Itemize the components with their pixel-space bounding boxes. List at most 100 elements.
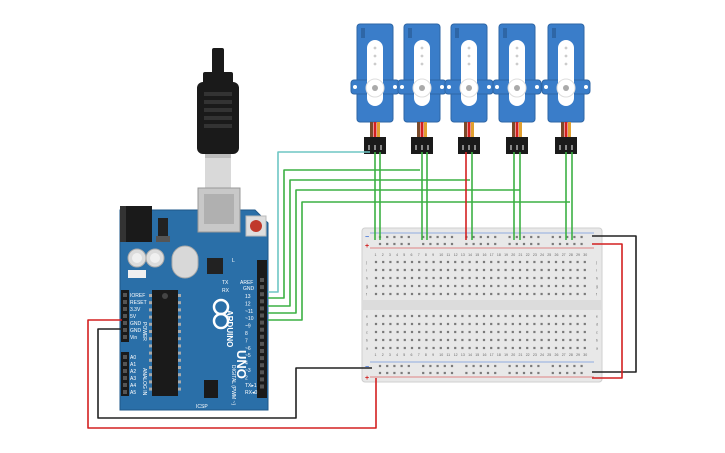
- breadboard-hole[interactable]: [511, 322, 514, 326]
- breadboard-hole[interactable]: [454, 268, 457, 272]
- breadboard-hole[interactable]: [407, 242, 410, 246]
- breadboard-hole[interactable]: [389, 292, 392, 296]
- breadboard-hole[interactable]: [511, 260, 514, 264]
- header-pin[interactable]: [123, 314, 127, 318]
- breadboard-hole[interactable]: [490, 346, 493, 350]
- header-pin[interactable]: [123, 307, 127, 311]
- breadboard-hole[interactable]: [461, 338, 464, 342]
- breadboard-hole[interactable]: [418, 268, 421, 272]
- header-pin[interactable]: [260, 363, 264, 368]
- breadboard-hole[interactable]: [374, 292, 378, 296]
- breadboard-hole[interactable]: [389, 338, 392, 342]
- breadboard-hole[interactable]: [439, 292, 442, 296]
- breadboard-hole[interactable]: [468, 322, 471, 326]
- breadboard-hole[interactable]: [454, 292, 457, 296]
- breadboard-hole[interactable]: [454, 284, 457, 288]
- breadboard-hole[interactable]: [573, 364, 576, 368]
- breadboard-hole[interactable]: [494, 364, 497, 368]
- breadboard-hole[interactable]: [547, 292, 550, 296]
- breadboard-hole[interactable]: [396, 292, 399, 296]
- breadboard-hole[interactable]: [583, 284, 586, 288]
- breadboard-hole[interactable]: [537, 364, 540, 368]
- breadboard-hole[interactable]: [547, 260, 550, 264]
- breadboard-hole[interactable]: [562, 346, 565, 350]
- breadboard-hole[interactable]: [396, 338, 399, 342]
- breadboard-hole[interactable]: [533, 268, 536, 272]
- breadboard-hole[interactable]: [479, 364, 482, 368]
- breadboard-hole[interactable]: [396, 276, 399, 280]
- breadboard-hole[interactable]: [446, 322, 450, 326]
- breadboard-hole[interactable]: [439, 284, 442, 288]
- breadboard-hole[interactable]: [461, 346, 464, 350]
- breadboard-hole[interactable]: [468, 284, 471, 288]
- breadboard-hole[interactable]: [403, 268, 406, 272]
- breadboard-hole[interactable]: [472, 364, 475, 368]
- breadboard-hole[interactable]: [422, 371, 425, 375]
- breadboard-hole[interactable]: [490, 268, 493, 272]
- breadboard-hole[interactable]: [429, 371, 432, 375]
- header-pin[interactable]: [260, 320, 264, 325]
- breadboard-hole[interactable]: [547, 314, 550, 318]
- breadboard-hole[interactable]: [576, 322, 579, 326]
- breadboard-hole[interactable]: [522, 235, 526, 239]
- breadboard-hole[interactable]: [472, 242, 475, 246]
- breadboard-hole[interactable]: [403, 260, 406, 264]
- breadboard-hole[interactable]: [540, 322, 543, 326]
- breadboard-hole[interactable]: [580, 371, 583, 375]
- breadboard-hole[interactable]: [518, 346, 522, 350]
- breadboard-hole[interactable]: [378, 371, 382, 375]
- breadboard-hole[interactable]: [386, 242, 389, 246]
- header-pin[interactable]: [260, 285, 264, 290]
- breadboard-hole[interactable]: [475, 338, 478, 342]
- breadboard-hole[interactable]: [497, 276, 500, 280]
- header-pin[interactable]: [260, 327, 264, 332]
- breadboard-hole[interactable]: [446, 314, 450, 318]
- breadboard-hole[interactable]: [530, 235, 533, 239]
- header-pin[interactable]: [260, 341, 264, 346]
- breadboard-hole[interactable]: [400, 371, 403, 375]
- breadboard-hole[interactable]: [583, 292, 586, 296]
- breadboard-hole[interactable]: [418, 314, 421, 318]
- breadboard-hole[interactable]: [547, 322, 550, 326]
- breadboard-hole[interactable]: [526, 322, 529, 326]
- breadboard-hole[interactable]: [446, 284, 450, 288]
- breadboard-hole[interactable]: [533, 338, 536, 342]
- breadboard-hole[interactable]: [482, 276, 486, 280]
- breadboard-hole[interactable]: [432, 330, 435, 334]
- breadboard-hole[interactable]: [558, 242, 562, 246]
- breadboard-hole[interactable]: [418, 322, 421, 326]
- breadboard-hole[interactable]: [497, 330, 500, 334]
- breadboard-hole[interactable]: [533, 330, 536, 334]
- breadboard-hole[interactable]: [446, 268, 450, 272]
- breadboard-hole[interactable]: [540, 338, 543, 342]
- breadboard-hole[interactable]: [432, 292, 435, 296]
- breadboard-hole[interactable]: [461, 268, 464, 272]
- breadboard-hole[interactable]: [374, 276, 378, 280]
- breadboard-hole[interactable]: [515, 371, 518, 375]
- breadboard-hole[interactable]: [482, 322, 486, 326]
- breadboard-hole[interactable]: [429, 242, 432, 246]
- breadboard-hole[interactable]: [432, 338, 435, 342]
- breadboard-hole[interactable]: [511, 268, 514, 272]
- breadboard-hole[interactable]: [504, 346, 507, 350]
- breadboard-hole[interactable]: [396, 268, 399, 272]
- breadboard-hole[interactable]: [393, 364, 396, 368]
- breadboard-hole[interactable]: [382, 276, 385, 280]
- breadboard-hole[interactable]: [389, 314, 392, 318]
- breadboard-hole[interactable]: [446, 338, 450, 342]
- breadboard-hole[interactable]: [393, 235, 396, 239]
- breadboard-hole[interactable]: [511, 292, 514, 296]
- breadboard-hole[interactable]: [569, 268, 572, 272]
- breadboard-hole[interactable]: [407, 235, 410, 239]
- breadboard-hole[interactable]: [554, 346, 558, 350]
- breadboard-hole[interactable]: [482, 330, 486, 334]
- breadboard-hole[interactable]: [562, 330, 565, 334]
- header-pin[interactable]: [123, 362, 127, 366]
- breadboard-hole[interactable]: [566, 242, 569, 246]
- breadboard-hole[interactable]: [386, 371, 389, 375]
- breadboard-hole[interactable]: [382, 338, 385, 342]
- breadboard-hole[interactable]: [540, 268, 543, 272]
- breadboard-hole[interactable]: [439, 346, 442, 350]
- breadboard-hole[interactable]: [569, 292, 572, 296]
- breadboard-hole[interactable]: [482, 284, 486, 288]
